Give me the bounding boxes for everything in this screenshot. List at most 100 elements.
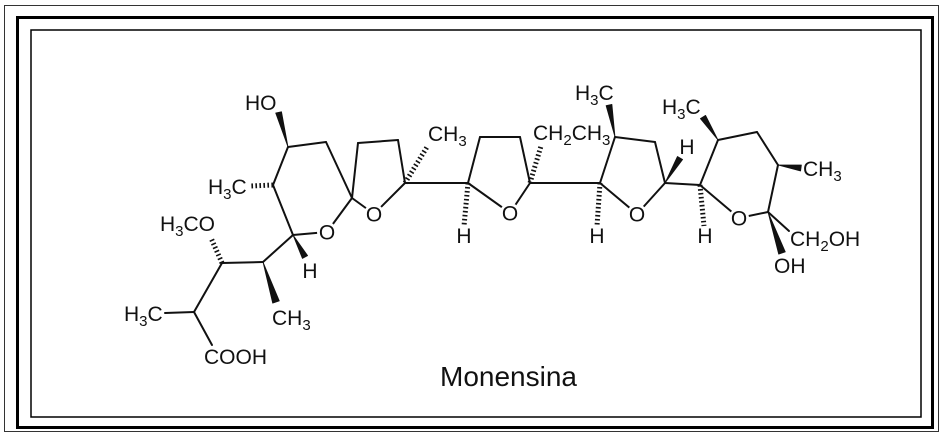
- bond: [599, 136, 616, 184]
- methyl-label: H3C: [575, 82, 614, 109]
- ethyl-label: CH2CH3: [533, 122, 610, 149]
- label-text-run: HO: [245, 92, 277, 115]
- wedge-bond: [275, 111, 289, 148]
- hashed-bond: [402, 145, 430, 185]
- label-text-run: O: [629, 204, 645, 227]
- label-text-run: H: [575, 82, 590, 105]
- subscript-digit: 3: [833, 168, 841, 185]
- hashed-bond: [461, 182, 471, 227]
- bond: [664, 182, 701, 186]
- bond: [325, 141, 353, 199]
- wedge-bond: [292, 234, 309, 259]
- hydrogen-label: H: [679, 136, 694, 159]
- subscript-digit: 3: [458, 133, 466, 150]
- label-text-run: CH: [790, 228, 820, 251]
- label-text-run: C: [232, 176, 247, 199]
- label-text-run: OH: [774, 255, 806, 278]
- bond: [262, 234, 294, 263]
- hashed-bond: [594, 182, 603, 227]
- methyl-label: CH3: [428, 123, 467, 150]
- ring-c: [461, 136, 601, 227]
- methyl-label: H3C: [124, 303, 163, 330]
- label-text-run: H: [208, 176, 223, 199]
- bond: [357, 139, 399, 144]
- subscript-digit: 2: [563, 132, 571, 149]
- label-text-run: CH: [572, 122, 602, 145]
- ring-oxygen-label: O: [319, 222, 335, 245]
- label-mask: [627, 204, 647, 224]
- subscript-digit: 3: [175, 223, 183, 240]
- hydrogen-label: H: [456, 225, 471, 248]
- outer-frame: [4, 5, 939, 432]
- compound-name: Monensina: [440, 361, 577, 392]
- ring-e: [697, 115, 802, 255]
- hydroxyl-label: HO: [245, 92, 277, 115]
- subscript-digit: 3: [677, 106, 685, 123]
- carboxyl-label: COOH: [204, 346, 267, 369]
- bond: [767, 211, 790, 232]
- hashed-bond: [527, 145, 544, 184]
- bond: [272, 184, 294, 236]
- label-text-run: O: [731, 208, 747, 231]
- methyl-label: H3C: [662, 96, 701, 123]
- bond: [756, 131, 779, 166]
- label-text-run: CO: [184, 213, 216, 236]
- bond: [193, 311, 213, 346]
- ring-oxygen-label: O: [366, 204, 382, 227]
- bond: [193, 262, 223, 313]
- bond: [351, 142, 359, 199]
- bond: [221, 261, 264, 264]
- bond: [767, 164, 779, 213]
- subscript-digit: 3: [302, 317, 310, 334]
- bond: [519, 136, 531, 184]
- methyl-label: CH3: [803, 158, 842, 185]
- label-text-run: OH: [829, 228, 861, 251]
- subscript-digit: 3: [223, 186, 231, 203]
- label-mask: [317, 222, 337, 242]
- label-text-run: C: [148, 303, 163, 326]
- bond: [717, 131, 758, 141]
- label-text-run: CH: [533, 122, 563, 145]
- label-text-run: O: [366, 204, 382, 227]
- bond: [397, 139, 406, 184]
- methyl-label: H3C: [208, 176, 247, 203]
- ring-oxygen-label: O: [629, 204, 645, 227]
- label-text-run: O: [502, 203, 518, 226]
- methoxy-label: H3CO: [160, 213, 215, 240]
- bond: [654, 141, 666, 184]
- ring-oxygen-label: O: [731, 208, 747, 231]
- label-text-run: H: [456, 225, 471, 248]
- label-text-run: H: [124, 303, 139, 326]
- label-text-run: COOH: [204, 346, 267, 369]
- side-chain: [164, 234, 294, 346]
- label-mask: [364, 204, 384, 224]
- hydrogen-label: H: [697, 225, 712, 248]
- hashed-bond: [697, 184, 707, 227]
- wedge-bond: [262, 261, 280, 304]
- label-text-run: CH: [803, 158, 833, 181]
- label-mask: [729, 208, 749, 228]
- bond: [467, 136, 481, 184]
- hashed-bond: [250, 182, 274, 189]
- inner-frame: [30, 29, 922, 418]
- border-frame: [16, 16, 934, 429]
- hydrogen-label: H: [302, 260, 317, 283]
- wedge-bond: [777, 164, 802, 172]
- label-text-run: O: [319, 222, 335, 245]
- ring-oxygen-label: O: [502, 203, 518, 226]
- hashed-bond: [208, 236, 225, 265]
- label-mask: [500, 203, 520, 223]
- wedge-bond: [664, 156, 683, 184]
- label-text-run: H: [662, 96, 677, 119]
- subscript-digit: 3: [590, 92, 598, 109]
- subscript-digit: 3: [139, 313, 147, 330]
- label-text-run: H: [679, 136, 694, 159]
- methyl-label: CH3: [272, 307, 311, 334]
- bond: [614, 136, 656, 143]
- hydroxymethyl-label: CH2OH: [790, 228, 860, 255]
- wedge-bond: [767, 211, 786, 255]
- hydrogen-label: H: [589, 225, 604, 248]
- wedge-bond: [700, 115, 719, 141]
- wedge-bond: [605, 104, 616, 138]
